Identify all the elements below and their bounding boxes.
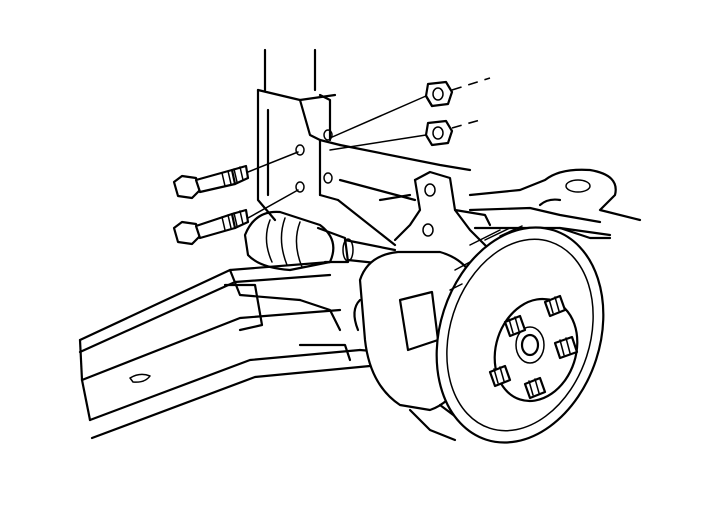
strut-mounting-bolt-upper bbox=[172, 164, 250, 200]
wheel-stud-2 bbox=[503, 314, 527, 338]
strut-mounting-nut-upper bbox=[424, 80, 454, 108]
strut-mounting-nut-lower bbox=[424, 119, 454, 147]
strut-assembly bbox=[256, 48, 342, 222]
brake-rotor bbox=[435, 225, 605, 444]
wheel-stud-5 bbox=[523, 376, 547, 400]
crossmember-subframe bbox=[78, 168, 642, 440]
strut-mounting-bolt-lower bbox=[172, 208, 250, 246]
wheel-stud-1 bbox=[543, 294, 567, 318]
wheel-stud-3 bbox=[553, 335, 579, 360]
wheel-stud-4 bbox=[488, 364, 512, 388]
steering-knuckle bbox=[336, 143, 502, 277]
